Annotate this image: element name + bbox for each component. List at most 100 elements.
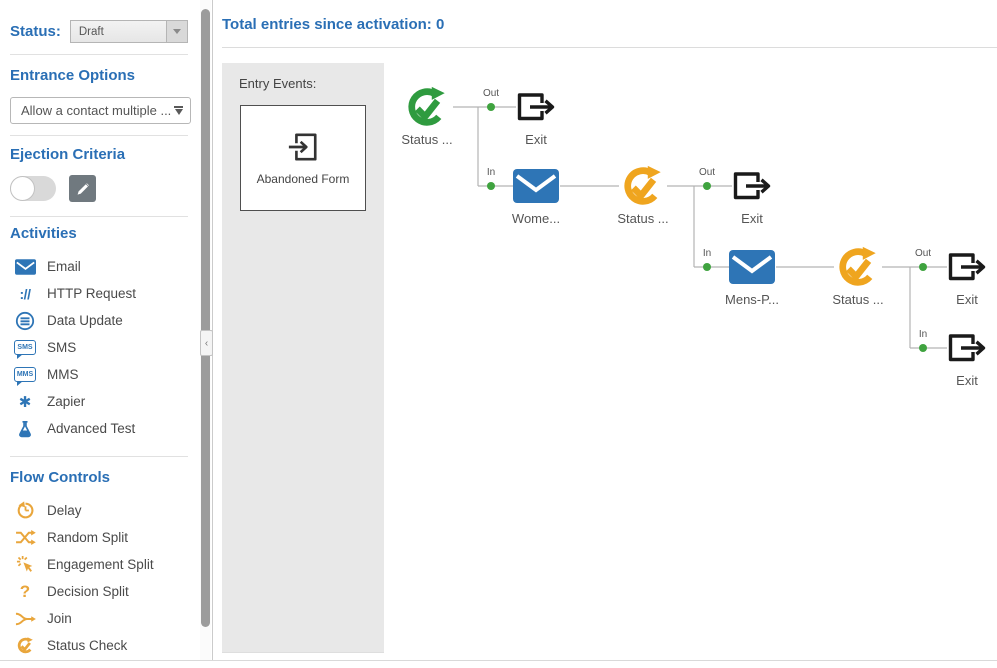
node-email[interactable]: Wome...: [496, 163, 576, 226]
node-status-check[interactable]: Status ...: [387, 84, 467, 147]
node-exit[interactable]: Exit: [496, 84, 576, 147]
node-status-check[interactable]: Status ...: [818, 244, 898, 307]
status-dropdown[interactable]: Draft: [69, 20, 188, 43]
node-label: Wome...: [511, 211, 561, 226]
entrance-options-dropdown[interactable]: Allow a contact multiple ...: [10, 97, 191, 124]
divider: [10, 216, 188, 217]
node-label: Mens-P...: [725, 292, 779, 307]
node-exit[interactable]: Exit: [927, 325, 997, 388]
edit-ejection-button[interactable]: [69, 175, 96, 202]
mms-icon: MMS: [13, 367, 37, 386]
node-label: Status ...: [617, 211, 669, 226]
port-label-out: Out: [698, 167, 716, 178]
toggle-knob: [10, 176, 35, 201]
port-label-in: In: [918, 329, 928, 340]
flow-canvas[interactable]: Out In Out In Out In Status ... Exit: [213, 0, 997, 660]
palette-item-label: Data Update: [47, 313, 123, 328]
entry-event-label: Abandoned Form: [256, 171, 350, 186]
exit-icon: [927, 325, 997, 371]
node-exit[interactable]: Exit: [712, 163, 792, 226]
palette-item-zapier[interactable]: ✱ Zapier: [10, 388, 188, 415]
connector-lines: [453, 103, 947, 352]
total-entries-header: Total entries since activation: 0: [222, 16, 445, 33]
divider: [0, 660, 997, 661]
node-email[interactable]: Mens-P...: [712, 244, 792, 307]
palette-item-label: Engagement Split: [47, 557, 154, 572]
node-status-check[interactable]: Status ...: [603, 163, 683, 226]
node-exit[interactable]: Exit: [927, 244, 997, 307]
entry-events-panel: Entry Events: Abandoned Form: [222, 63, 384, 653]
exit-icon: [496, 84, 576, 130]
palette-item-mms[interactable]: MMS MMS: [10, 361, 188, 388]
node-label: Status ...: [832, 292, 884, 307]
join-icon: [13, 611, 37, 627]
email-icon: [496, 163, 576, 209]
advanced-test-icon: [13, 420, 37, 438]
palette-item-label: SMS: [47, 340, 77, 355]
activities-heading: Activities: [10, 225, 77, 242]
palette-item-label: Delay: [47, 503, 82, 518]
http-request-icon: ://: [19, 285, 31, 302]
palette-item-label: Decision Split: [47, 584, 129, 599]
palette-item-label: Status Check: [47, 638, 128, 653]
divider: [10, 456, 188, 457]
palette-item-advanced-test[interactable]: Advanced Test: [10, 415, 188, 442]
status-label: Status:: [10, 23, 61, 40]
engagement-split-icon: [13, 555, 37, 574]
ejection-criteria-controls: [10, 175, 188, 202]
port-label-in: In: [702, 248, 712, 259]
port-label-out: Out: [914, 248, 932, 259]
pencil-icon: [76, 182, 90, 196]
palette-item-label: MMS: [47, 367, 79, 382]
ejection-criteria-heading: Ejection Criteria: [10, 146, 126, 163]
chevron-down-icon: [174, 106, 183, 115]
palette-item-status-check[interactable]: Status Check: [10, 632, 188, 659]
divider: [10, 54, 188, 55]
chevron-down-icon: [173, 29, 181, 34]
sidebar-scrollbar-thumb[interactable]: [201, 9, 210, 627]
ejection-toggle[interactable]: [10, 176, 56, 201]
divider: [222, 47, 997, 48]
delay-icon: [13, 501, 37, 520]
sms-icon: SMS: [13, 340, 37, 359]
flow-controls-heading: Flow Controls: [10, 469, 110, 486]
palette-item-sms[interactable]: SMS SMS: [10, 334, 188, 361]
palette-item-label: Email: [47, 259, 81, 274]
sidebar: Status: Draft Entrance Options Allow a c…: [0, 0, 213, 660]
node-label: Exit: [956, 373, 978, 388]
palette-item-http-request[interactable]: :// HTTP Request: [10, 280, 188, 307]
palette-item-data-update[interactable]: Data Update: [10, 307, 188, 334]
palette-item-label: Join: [47, 611, 72, 626]
palette-item-label: Zapier: [47, 394, 86, 409]
palette-item-decision-split[interactable]: ? Decision Split: [10, 578, 188, 605]
main-area: Total entries since activation: 0 Entry …: [213, 0, 997, 660]
email-icon: [13, 258, 37, 275]
palette-item-email[interactable]: Email: [10, 253, 188, 280]
entrance-options-heading: Entrance Options: [10, 67, 136, 84]
palette-item-delay[interactable]: Delay: [10, 497, 188, 524]
palette-item-random-split[interactable]: Random Split: [10, 524, 188, 551]
entry-event-abandoned-form[interactable]: Abandoned Form: [240, 105, 366, 211]
palette-item-engagement-split[interactable]: Engagement Split: [10, 551, 188, 578]
node-label: Exit: [956, 292, 978, 307]
status-check-icon: [13, 636, 37, 655]
status-check-icon: [603, 163, 683, 209]
exit-icon: [927, 244, 997, 290]
decision-split-icon: ?: [19, 581, 31, 601]
status-check-icon: [387, 84, 467, 130]
palette-item-join[interactable]: Join: [10, 605, 188, 632]
palette-item-label: Advanced Test: [47, 421, 136, 436]
flow-controls-list: Delay Random Split Engagement Split ?: [10, 497, 188, 659]
random-split-icon: [13, 529, 37, 546]
activities-list: Email :// HTTP Request Data Update SMS: [10, 253, 188, 442]
node-label: Status ...: [401, 132, 453, 147]
entrance-options-value: Allow a contact multiple ...: [21, 103, 172, 118]
exit-icon: [712, 163, 792, 209]
port-label-out: Out: [482, 88, 500, 99]
port-dots[interactable]: [487, 103, 927, 352]
sidebar-collapse-button[interactable]: ‹: [200, 330, 213, 356]
zapier-icon: ✱: [18, 393, 32, 411]
status-dropdown-button[interactable]: [166, 21, 187, 42]
data-update-icon: [13, 311, 37, 331]
